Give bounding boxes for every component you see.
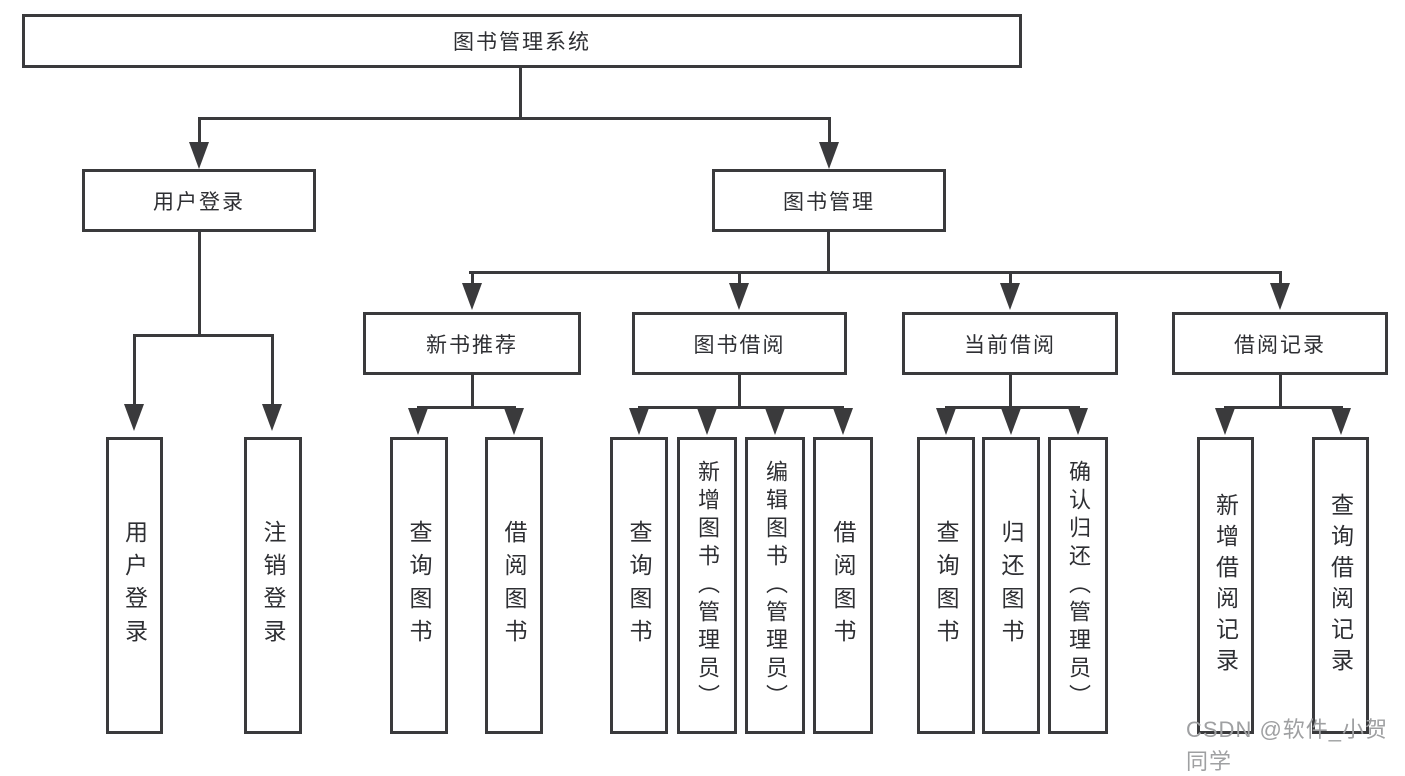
- connector-line: [1279, 271, 1282, 285]
- connector-line: [1009, 375, 1012, 408]
- arrowhead-down-icon: [462, 283, 482, 310]
- connector-line: [1279, 375, 1282, 408]
- node-label: 图书借阅: [693, 333, 786, 357]
- leaf-add-borrow-record: 新增借阅记录: [1197, 437, 1254, 734]
- connector-line: [827, 232, 830, 273]
- connector-line: [198, 117, 201, 147]
- node-book-management: 图书管理: [712, 169, 946, 232]
- arrowhead-down-icon: [1000, 283, 1020, 310]
- node-new-book-recommend: 新书推荐: [363, 312, 581, 375]
- connector-line: [198, 232, 201, 336]
- connector-line: [1009, 271, 1012, 285]
- arrowhead-down-icon: [189, 142, 209, 169]
- connector-line: [271, 334, 274, 406]
- connector-line: [738, 271, 741, 285]
- connector-line: [519, 68, 522, 118]
- leaf-borrow-books: 借阅图书: [813, 437, 873, 734]
- arrowhead-down-icon: [408, 408, 428, 435]
- arrowhead-down-icon: [504, 408, 524, 435]
- node-label: 当前借阅: [964, 333, 1056, 357]
- arrowhead-down-icon: [629, 408, 649, 435]
- arrowhead-down-icon: [936, 408, 956, 435]
- leaf-label: 编辑图书（管理员）: [763, 459, 788, 712]
- leaf-label: 用户登录: [121, 519, 148, 652]
- leaf-label: 新增借阅记录: [1212, 492, 1239, 679]
- leaf-logout: 注销登录: [244, 437, 302, 734]
- node-label: 新书推荐: [426, 333, 518, 357]
- arrowhead-down-icon: [1068, 408, 1088, 435]
- leaf-borrow-books: 借阅图书: [485, 437, 543, 734]
- leaf-add-books-admin: 新增图书（管理员）: [677, 437, 737, 734]
- arrowhead-down-icon: [833, 408, 853, 435]
- leaf-query-books: 查询图书: [917, 437, 975, 734]
- connector-line: [945, 406, 1080, 409]
- arrowhead-down-icon: [262, 404, 282, 431]
- node-user-login: 用户登录: [82, 169, 316, 232]
- csdn-watermark: CSDN @软件_小贺同学: [1186, 717, 1389, 774]
- connector-line: [471, 375, 474, 408]
- leaf-label: 归还图书: [998, 519, 1024, 652]
- node-user-login-label: 用户登录: [153, 190, 245, 214]
- arrowhead-down-icon: [1270, 283, 1290, 310]
- node-borrow-records: 借阅记录: [1172, 312, 1388, 375]
- leaf-label: 查询图书: [626, 519, 652, 652]
- leaf-label: 借阅图书: [830, 519, 856, 652]
- arrowhead-down-icon: [765, 408, 785, 435]
- leaf-query-books: 查询图书: [390, 437, 448, 734]
- leaf-return-books: 归还图书: [982, 437, 1040, 734]
- connector-line: [469, 271, 1282, 274]
- arrowhead-down-icon: [124, 404, 144, 431]
- leaf-query-books: 查询图书: [610, 437, 668, 734]
- node-label: 借阅记录: [1234, 333, 1326, 357]
- connector-line: [133, 334, 274, 337]
- connector-line: [738, 375, 741, 408]
- leaf-user-login: 用户登录: [106, 437, 163, 734]
- node-book-borrow: 图书借阅: [632, 312, 847, 375]
- leaf-label: 注销登录: [260, 519, 286, 652]
- arrowhead-down-icon: [729, 283, 749, 310]
- leaf-label: 查询借阅记录: [1327, 492, 1354, 679]
- connector-line: [638, 406, 844, 409]
- leaf-label: 确认归还（管理员）: [1066, 459, 1091, 712]
- leaf-label: 新增图书（管理员）: [695, 459, 720, 712]
- leaf-label: 查询图书: [933, 519, 959, 652]
- node-root: 图书管理系统: [22, 14, 1022, 68]
- leaf-label: 借阅图书: [501, 519, 527, 652]
- connector-line: [133, 334, 136, 406]
- org-chart-diagram: 图书管理系统 用户登录 图书管理 用户登录 注销登录 新书推荐 图书借阅 当前借: [22, 14, 1388, 774]
- arrowhead-down-icon: [1001, 408, 1021, 435]
- connector-line: [1224, 406, 1343, 409]
- leaf-confirm-return-admin: 确认归还（管理员）: [1048, 437, 1108, 734]
- connector-line: [417, 406, 516, 409]
- arrowhead-down-icon: [1331, 408, 1351, 435]
- node-current-borrow: 当前借阅: [902, 312, 1118, 375]
- leaf-label: 查询图书: [406, 519, 432, 652]
- connector-line: [471, 271, 474, 285]
- node-root-label: 图书管理系统: [453, 31, 591, 54]
- arrowhead-down-icon: [1215, 408, 1235, 435]
- connector-line: [198, 117, 831, 120]
- leaf-edit-books-admin: 编辑图书（管理员）: [745, 437, 805, 734]
- arrowhead-down-icon: [819, 142, 839, 169]
- leaf-query-borrow-record: 查询借阅记录: [1312, 437, 1369, 734]
- arrowhead-down-icon: [697, 408, 717, 435]
- connector-line: [828, 117, 831, 147]
- node-book-management-label: 图书管理: [783, 190, 875, 214]
